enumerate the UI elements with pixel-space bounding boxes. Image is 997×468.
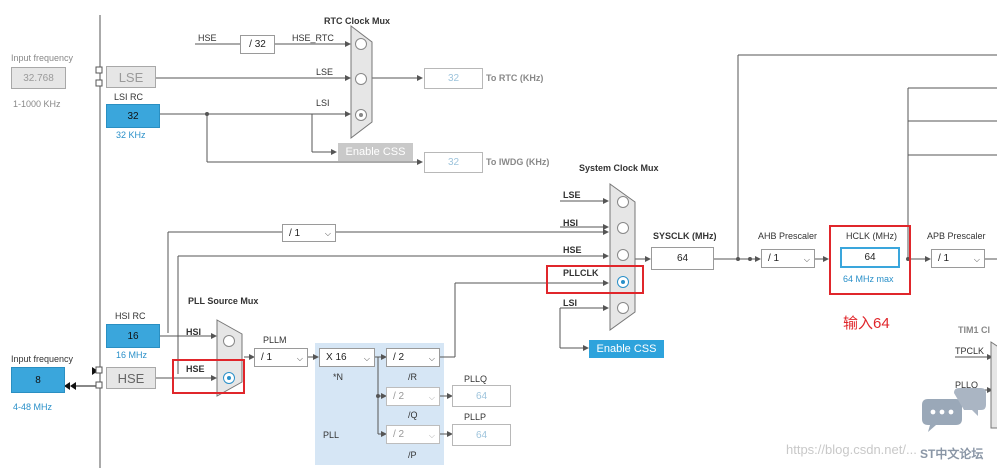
rtc-radio-hse[interactable] bbox=[355, 38, 367, 50]
hse-source-box: HSE bbox=[106, 367, 156, 389]
ahb-prescaler-value: / 1 bbox=[768, 253, 780, 264]
pllm-value: / 1 bbox=[261, 352, 273, 363]
enable-css-button-rtc[interactable]: Enable CSS bbox=[338, 143, 413, 161]
pll-r-select[interactable]: / 2 ⌵ bbox=[386, 348, 440, 367]
rtc-hse-rtc-label: HSE_RTC bbox=[292, 33, 334, 43]
apb-prescaler-select[interactable]: / 1 ⌵ bbox=[931, 249, 985, 268]
lsi-rc-box: 32 bbox=[106, 104, 160, 128]
tim1-pllq-label: PLLQ bbox=[955, 380, 979, 390]
st-forum-logo: ST中文论坛 bbox=[920, 447, 984, 461]
pllp-value: 64 bbox=[452, 424, 511, 446]
annotation-input-64: 输入64 bbox=[843, 315, 890, 332]
input-frequency-hse-label: Input frequency bbox=[11, 354, 74, 364]
pll-source-radio-hsi[interactable] bbox=[223, 335, 235, 347]
rtc-radio-lse[interactable] bbox=[355, 73, 367, 85]
hsi-rc-freq: 16 MHz bbox=[116, 350, 148, 360]
hclk-max-label: 64 MHz max bbox=[843, 274, 894, 284]
pll-source-radio-hse[interactable] bbox=[223, 372, 235, 384]
rtc-hse-label: HSE bbox=[198, 33, 217, 43]
pllm-select[interactable]: / 1 ⌵ bbox=[254, 348, 308, 367]
hclk-highlight bbox=[829, 225, 911, 295]
hclk-label: HCLK (MHz) bbox=[846, 231, 897, 241]
sysmux-hse-label: HSE bbox=[563, 245, 582, 255]
pllm-label: PLLM bbox=[263, 335, 287, 345]
enable-css-button-sys[interactable]: Enable CSS bbox=[589, 340, 664, 358]
hsi-rc-box: 16 bbox=[106, 324, 160, 348]
tim1-tpclk-label: TPCLK bbox=[955, 346, 985, 356]
tim1-mux-shape bbox=[990, 341, 997, 429]
rtc-div32-box: / 32 bbox=[240, 35, 275, 54]
pllq-label: PLLQ bbox=[464, 374, 488, 384]
rtc-lsi-label: LSI bbox=[316, 98, 330, 108]
watermark-url: https://blog.csdn.net/... bbox=[786, 442, 917, 457]
ahb-prescaler-label: AHB Prescaler bbox=[758, 231, 818, 241]
to-rtc-label: To RTC (KHz) bbox=[486, 73, 544, 83]
sysmux-radio-lse[interactable] bbox=[617, 196, 629, 208]
pll-source-mux-title: PLL Source Mux bbox=[188, 296, 259, 306]
chevron-down-icon: ⌵ bbox=[296, 353, 303, 363]
sysmux-radio-hse[interactable] bbox=[617, 249, 629, 261]
to-iwdg-label: To IWDG (KHz) bbox=[486, 157, 550, 167]
sysmux-radio-hsi[interactable] bbox=[617, 222, 629, 234]
apb-prescaler-label: APB Prescaler bbox=[927, 231, 986, 241]
sysmux-lse-label: LSE bbox=[563, 190, 581, 200]
pll-source-hsi-label: HSI bbox=[186, 327, 202, 337]
input-frequency-hse-field[interactable]: 8 bbox=[11, 367, 65, 393]
chevron-down-icon: ⌵ bbox=[428, 353, 435, 363]
system-clock-mux-title: System Clock Mux bbox=[579, 163, 659, 173]
sysclk-value: 64 bbox=[651, 247, 714, 270]
pll-label: PLL bbox=[323, 430, 340, 440]
sysmux-lsi-label: LSI bbox=[563, 298, 578, 308]
chat-bubble-icon bbox=[922, 388, 986, 432]
sysmux-hsi-label: HSI bbox=[563, 218, 579, 228]
pll-n-select[interactable]: X 16 ⌵ bbox=[319, 348, 375, 367]
lsi-rc-label: LSI RC bbox=[114, 92, 144, 102]
hsi-divider-select[interactable]: / 1 ⌵ bbox=[282, 224, 336, 242]
pll-q-label: /Q bbox=[408, 410, 418, 420]
chevron-down-icon: ⌵ bbox=[428, 392, 435, 402]
pll-source-hse-label: HSE bbox=[186, 364, 205, 374]
hsi-rc-label: HSI RC bbox=[115, 311, 146, 321]
sysclk-label: SYSCLK (MHz) bbox=[653, 231, 717, 241]
input-frequency-lse-label: Input frequency bbox=[11, 53, 74, 63]
pllp-label: PLLP bbox=[464, 412, 487, 422]
pllclk-highlight bbox=[546, 265, 644, 294]
pll-q-value: / 2 bbox=[393, 391, 405, 402]
pll-p-select[interactable]: / 2 ⌵ bbox=[386, 425, 440, 444]
lsi-rc-freq: 32 KHz bbox=[116, 130, 146, 140]
to-rtc-value: 32 bbox=[424, 68, 483, 89]
sysmux-radio-lsi[interactable] bbox=[617, 302, 629, 314]
to-iwdg-value: 32 bbox=[424, 152, 483, 173]
pll-p-value: / 2 bbox=[393, 429, 405, 440]
sysmux-radio-pllclk[interactable] bbox=[617, 276, 629, 288]
pll-p-label: /P bbox=[408, 450, 417, 460]
rtc-radio-lsi[interactable] bbox=[355, 109, 367, 121]
hclk-input[interactable]: 64 bbox=[840, 247, 900, 268]
apb-prescaler-value: / 1 bbox=[938, 253, 950, 264]
ahb-prescaler-select[interactable]: / 1 ⌵ bbox=[761, 249, 815, 268]
pllq-value: 64 bbox=[452, 385, 511, 407]
input-frequency-hse-range: 4-48 MHz bbox=[13, 402, 53, 412]
chevron-down-icon: ⌵ bbox=[363, 353, 370, 363]
pll-n-value: X 16 bbox=[326, 352, 347, 363]
rtc-lse-label: LSE bbox=[316, 67, 334, 77]
hsi-divider-value: / 1 bbox=[289, 227, 301, 239]
pll-r-label: /R bbox=[408, 372, 417, 382]
hse-source-highlight bbox=[172, 359, 245, 394]
lse-source-box: LSE bbox=[106, 66, 156, 88]
chevron-down-icon: ⌵ bbox=[428, 430, 435, 440]
input-frequency-lse-range: 1-1000 KHz bbox=[13, 99, 61, 109]
chevron-down-icon: ⌵ bbox=[973, 254, 980, 264]
pll-r-value: / 2 bbox=[393, 352, 405, 363]
chevron-down-icon: ⌵ bbox=[324, 229, 331, 238]
rtc-mux-title: RTC Clock Mux bbox=[324, 16, 391, 26]
pll-q-select[interactable]: / 2 ⌵ bbox=[386, 387, 440, 406]
chevron-down-icon: ⌵ bbox=[803, 254, 810, 264]
sysmux-pllclk-label: PLLCLK bbox=[563, 268, 599, 278]
tim1-title: TIM1 Cl bbox=[958, 325, 991, 335]
input-frequency-lse-field[interactable]: 32.768 bbox=[11, 67, 66, 89]
pll-n-label: *N bbox=[333, 372, 344, 382]
